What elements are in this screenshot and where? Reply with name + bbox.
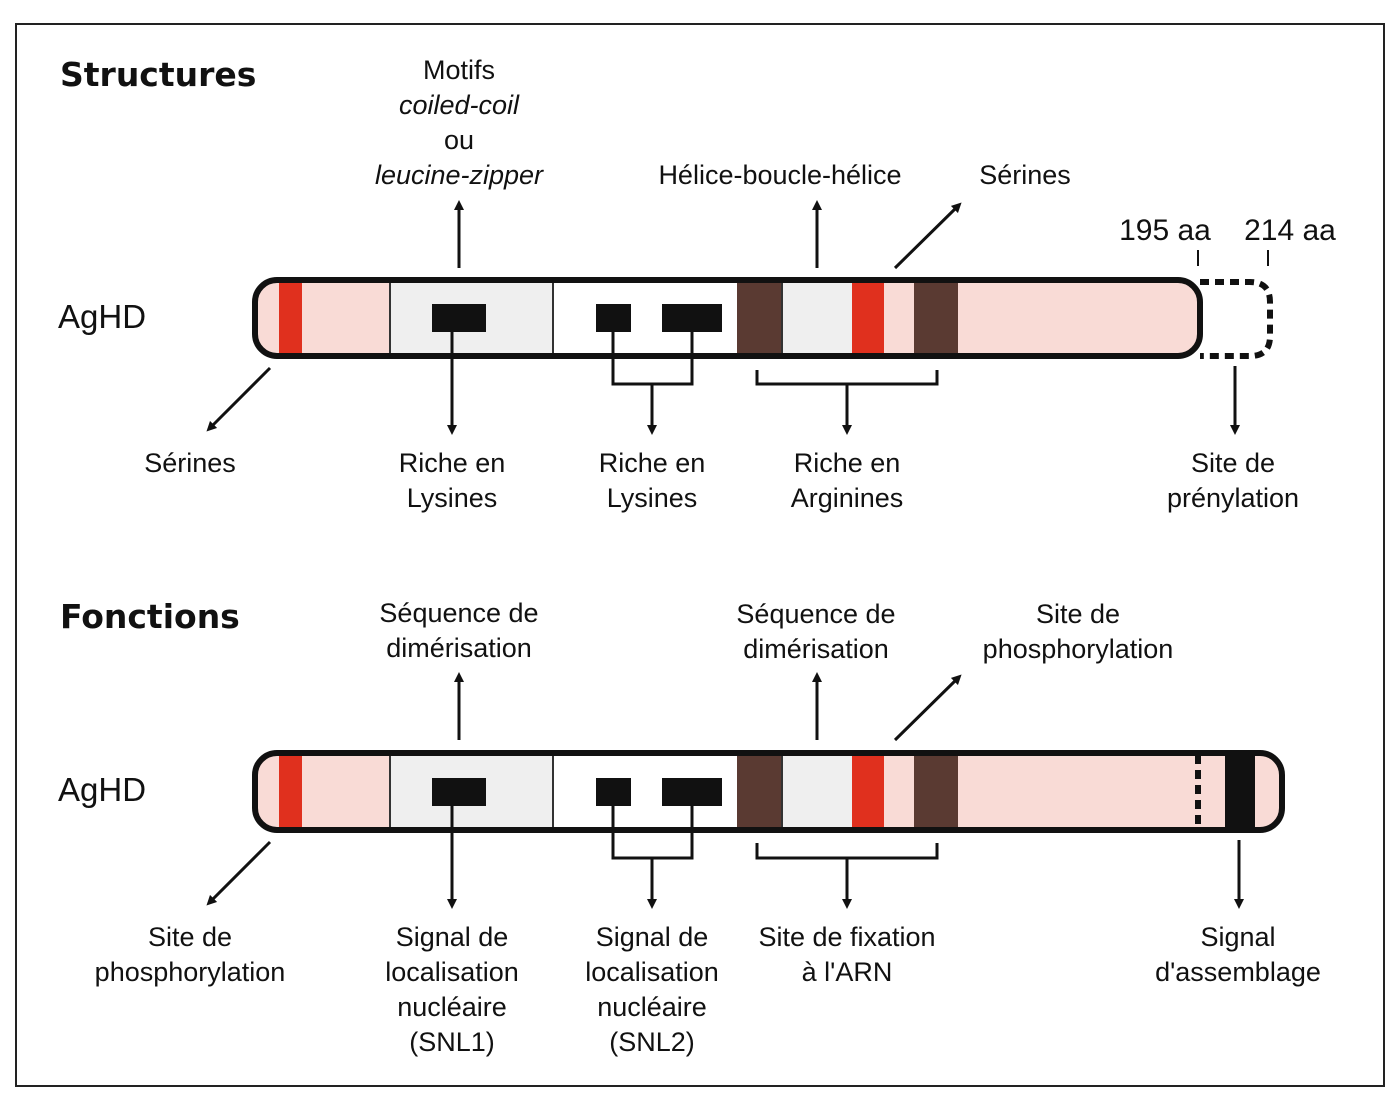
snl2-box-b — [662, 778, 722, 806]
dim2-label: Séquence de dimérisation — [736, 599, 895, 664]
svg-text:dimérisation: dimérisation — [743, 634, 889, 664]
arn-label: Site de fixation à l'ARN — [758, 922, 935, 987]
svg-text:Site de: Site de — [1191, 448, 1275, 478]
structures-protein-label: AgHD — [58, 298, 146, 335]
arrow-diag-phos-left — [206, 840, 272, 906]
fonctions-protein-bar — [255, 753, 1282, 830]
svg-text:Signal de: Signal de — [396, 922, 509, 952]
arrow-diag-serines-left — [206, 366, 272, 432]
snl2-box-a — [596, 778, 631, 806]
svg-text:Site de fixation: Site de fixation — [758, 922, 935, 952]
svg-text:coiled-coil: coiled-coil — [399, 90, 520, 120]
segment-brown-1 — [737, 753, 782, 830]
svg-text:dimérisation: dimérisation — [386, 633, 532, 663]
svg-text:à l'ARN: à l'ARN — [802, 957, 893, 987]
svg-text:Signal de: Signal de — [596, 922, 709, 952]
lysine-box-2a — [596, 304, 631, 332]
helix-label: Hélice-boucle-hélice — [658, 160, 901, 190]
svg-text:Signal: Signal — [1200, 922, 1275, 952]
aa-195-label: 195 aa — [1119, 214, 1211, 247]
svg-text:(SNL2): (SNL2) — [609, 1027, 695, 1057]
segment-brown-2 — [914, 280, 958, 356]
segment-pink-start — [255, 753, 390, 830]
structures-title: Structures — [60, 55, 256, 94]
motifs-label: Motifs coiled-coil ou leucine-zipper — [375, 55, 544, 190]
svg-text:prénylation: prénylation — [1167, 483, 1299, 513]
snl1-box — [432, 778, 486, 806]
segment-pink-mid — [884, 280, 914, 356]
segment-red-helix — [852, 280, 884, 356]
segment-red-serine — [279, 753, 302, 830]
svg-text:ou: ou — [444, 125, 474, 155]
lys1-label: Riche en Lysines — [399, 448, 506, 513]
figure-frame — [15, 23, 1385, 1087]
svg-text:nucléaire: nucléaire — [597, 992, 707, 1022]
svg-text:localisation: localisation — [585, 957, 719, 987]
segment-pink-mid — [884, 753, 914, 830]
svg-text:Site de: Site de — [148, 922, 232, 952]
svg-text:Arginines: Arginines — [791, 483, 904, 513]
assembly-label: Signal d'assemblage — [1155, 922, 1321, 987]
structures-bar-outline — [252, 277, 1203, 359]
dim1-label: Séquence de dimérisation — [379, 598, 538, 663]
svg-text:phosphorylation: phosphorylation — [983, 634, 1174, 664]
segment-red-helix — [852, 753, 884, 830]
segment-black-assembly — [1225, 753, 1255, 830]
phos-left-label: Site de phosphorylation — [95, 922, 286, 987]
svg-text:localisation: localisation — [385, 957, 519, 987]
arg-label: Riche en Arginines — [791, 448, 904, 513]
svg-text:Lysines: Lysines — [407, 483, 498, 513]
segment-gray-helix — [782, 753, 852, 830]
snl2-label: Signal de localisation nucléaire (SNL2) — [585, 922, 719, 1057]
svg-text:Lysines: Lysines — [607, 483, 698, 513]
segment-gray-helix — [782, 280, 852, 356]
svg-text:Séquence de: Séquence de — [379, 598, 538, 628]
fonctions-title: Fonctions — [60, 597, 240, 636]
arrow-diag-phos-right — [893, 674, 962, 742]
svg-text:phosphorylation: phosphorylation — [95, 957, 286, 987]
segment-pink-start — [255, 280, 390, 356]
svg-text:Séquence de: Séquence de — [736, 599, 895, 629]
svg-text:Riche en: Riche en — [599, 448, 706, 478]
structures-protein-bar — [255, 280, 1200, 356]
lys2-label: Riche en Lysines — [599, 448, 706, 513]
fonctions-protein-label: AgHD — [58, 771, 146, 808]
svg-text:nucléaire: nucléaire — [397, 992, 507, 1022]
svg-text:Riche en: Riche en — [399, 448, 506, 478]
segment-red-serine — [279, 280, 302, 356]
svg-text:(SNL1): (SNL1) — [409, 1027, 495, 1057]
lysine-box-2b — [662, 304, 722, 332]
svg-text:d'assemblage: d'assemblage — [1155, 957, 1321, 987]
svg-text:Riche en: Riche en — [794, 448, 901, 478]
serines-left-label: Sérines — [144, 448, 236, 478]
svg-text:leucine-zipper: leucine-zipper — [375, 160, 544, 190]
pren-label: Site de prénylation — [1167, 448, 1299, 513]
lysine-box-1 — [432, 304, 486, 332]
arrow-diag-serines-right — [893, 202, 962, 270]
phos-right-label: Site de phosphorylation — [983, 599, 1174, 664]
segment-pink-end — [958, 280, 1200, 356]
serines-right-label: Sérines — [979, 160, 1071, 190]
snl1-label: Signal de localisation nucléaire (SNL1) — [385, 922, 519, 1057]
segment-brown-2 — [914, 753, 958, 830]
svg-text:Motifs: Motifs — [423, 55, 495, 85]
svg-text:Site de: Site de — [1036, 599, 1120, 629]
fonctions-bar-outline — [252, 750, 1285, 833]
cterm-dotted-extension — [1200, 279, 1273, 359]
segment-brown-1 — [737, 280, 782, 356]
aa-214-label: 214 aa — [1244, 214, 1336, 247]
